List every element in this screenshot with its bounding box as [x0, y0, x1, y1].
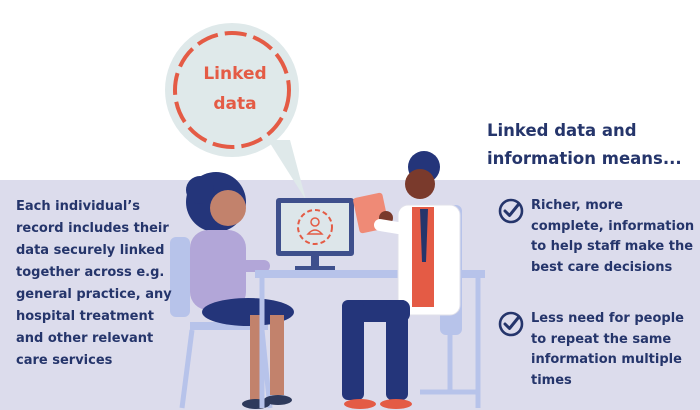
- benefits-heading: Linked data and information means...: [487, 121, 682, 168]
- doctor-figure: [342, 151, 480, 409]
- benefit-text: Less need for people to repeat the same …: [531, 311, 684, 388]
- monitor: [276, 198, 354, 271]
- check-circle-icon: [498, 311, 524, 337]
- record-description: Each individual’s record includes their …: [16, 199, 172, 368]
- bubble-label-line2: data: [213, 94, 257, 114]
- benefit-item: Richer, more complete, information to he…: [498, 196, 694, 286]
- desk: [255, 270, 485, 408]
- benefit-text: Richer, more complete, information to he…: [531, 198, 695, 275]
- benefit-item: Less need for people to repeat the same …: [498, 309, 694, 399]
- speech-bubble: [165, 23, 306, 200]
- bubble-label-line1: Linked: [203, 64, 267, 84]
- check-circle-icon: [498, 198, 524, 224]
